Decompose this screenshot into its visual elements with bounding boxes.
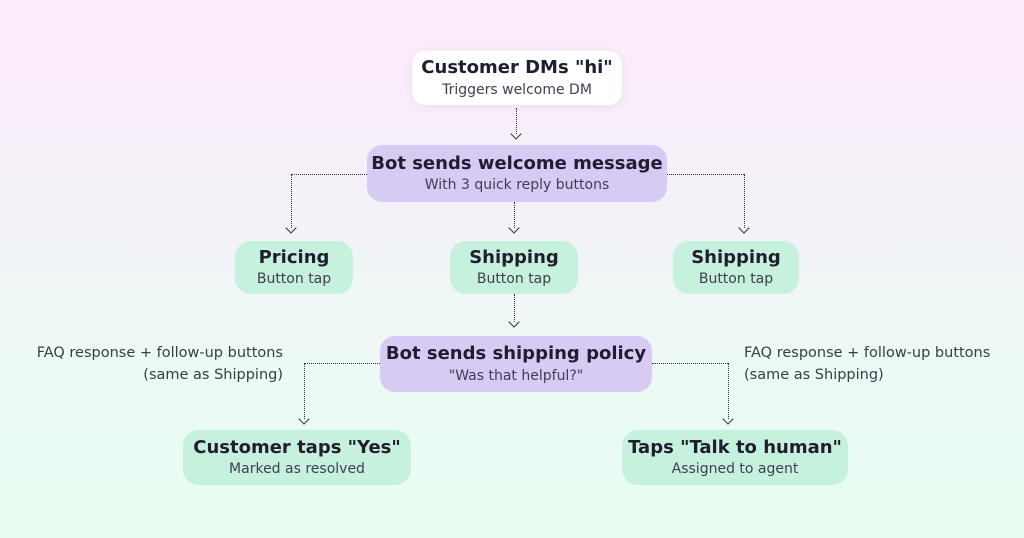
node-welcome-message-subtitle: With 3 quick reply buttons bbox=[424, 177, 610, 194]
node-shipping-right-title: Shipping bbox=[691, 246, 781, 268]
arrow-down-icon bbox=[510, 128, 522, 140]
node-welcome-message: Bot sends welcome message With 3 quick r… bbox=[367, 145, 667, 202]
node-pricing: Pricing Button tap bbox=[235, 241, 353, 294]
node-talk-to-human-title: Taps "Talk to human" bbox=[628, 436, 842, 458]
connector-welcome-right-v bbox=[744, 174, 745, 228]
connector-shipping-to-policy bbox=[514, 294, 515, 322]
connector-welcome-left-v bbox=[291, 174, 292, 228]
connector-welcome-left-h bbox=[291, 174, 367, 175]
arrow-down-icon bbox=[285, 222, 297, 234]
node-talk-to-human-subtitle: Assigned to agent bbox=[671, 461, 799, 478]
annotation-right: FAQ response + follow-up buttons (same a… bbox=[744, 342, 999, 386]
node-shipping-policy-subtitle: "Was that helpful?" bbox=[448, 367, 584, 384]
node-shipping-right: Shipping Button tap bbox=[673, 241, 799, 294]
connector-dm-to-welcome bbox=[516, 108, 517, 134]
connector-policy-left-h bbox=[304, 363, 380, 364]
connector-policy-right-h bbox=[652, 363, 728, 364]
node-shipping-right-subtitle: Button tap bbox=[698, 271, 774, 288]
node-customer-dm: Customer DMs "hi" Triggers welcome DM bbox=[412, 51, 622, 105]
annotation-left: FAQ response + follow-up buttons (same a… bbox=[28, 342, 283, 386]
annotation-right-line1: FAQ response + follow-up buttons bbox=[744, 345, 991, 361]
node-taps-yes: Customer taps "Yes" Marked as resolved bbox=[183, 430, 411, 485]
node-pricing-subtitle: Button tap bbox=[256, 271, 332, 288]
node-shipping-center-title: Shipping bbox=[469, 246, 559, 268]
node-shipping-center-subtitle: Button tap bbox=[476, 271, 552, 288]
node-shipping-center: Shipping Button tap bbox=[450, 241, 578, 294]
arrow-down-icon bbox=[722, 413, 734, 425]
arrow-down-icon bbox=[508, 222, 520, 234]
node-talk-to-human: Taps "Talk to human" Assigned to agent bbox=[622, 430, 848, 485]
node-taps-yes-title: Customer taps "Yes" bbox=[193, 436, 401, 458]
node-customer-dm-subtitle: Triggers welcome DM bbox=[442, 81, 592, 98]
node-shipping-policy-title: Bot sends shipping policy bbox=[385, 343, 647, 365]
connector-policy-right-v bbox=[728, 363, 729, 419]
node-customer-dm-title: Customer DMs "hi" bbox=[421, 57, 613, 79]
arrow-down-icon bbox=[508, 316, 520, 328]
arrow-down-icon bbox=[738, 222, 750, 234]
connector-welcome-center-v bbox=[514, 202, 515, 228]
annotation-left-line2: (same as Shipping) bbox=[143, 367, 283, 383]
arrow-down-icon bbox=[298, 413, 310, 425]
annotation-left-line1: FAQ response + follow-up buttons bbox=[36, 345, 283, 361]
connector-welcome-right-h bbox=[667, 174, 744, 175]
node-shipping-policy: Bot sends shipping policy "Was that help… bbox=[380, 336, 652, 392]
node-welcome-message-title: Bot sends welcome message bbox=[371, 152, 663, 174]
node-taps-yes-subtitle: Marked as resolved bbox=[229, 461, 365, 478]
node-pricing-title: Pricing bbox=[258, 246, 330, 268]
annotation-right-line2: (same as Shipping) bbox=[744, 367, 884, 383]
connector-policy-left-v bbox=[304, 363, 305, 419]
